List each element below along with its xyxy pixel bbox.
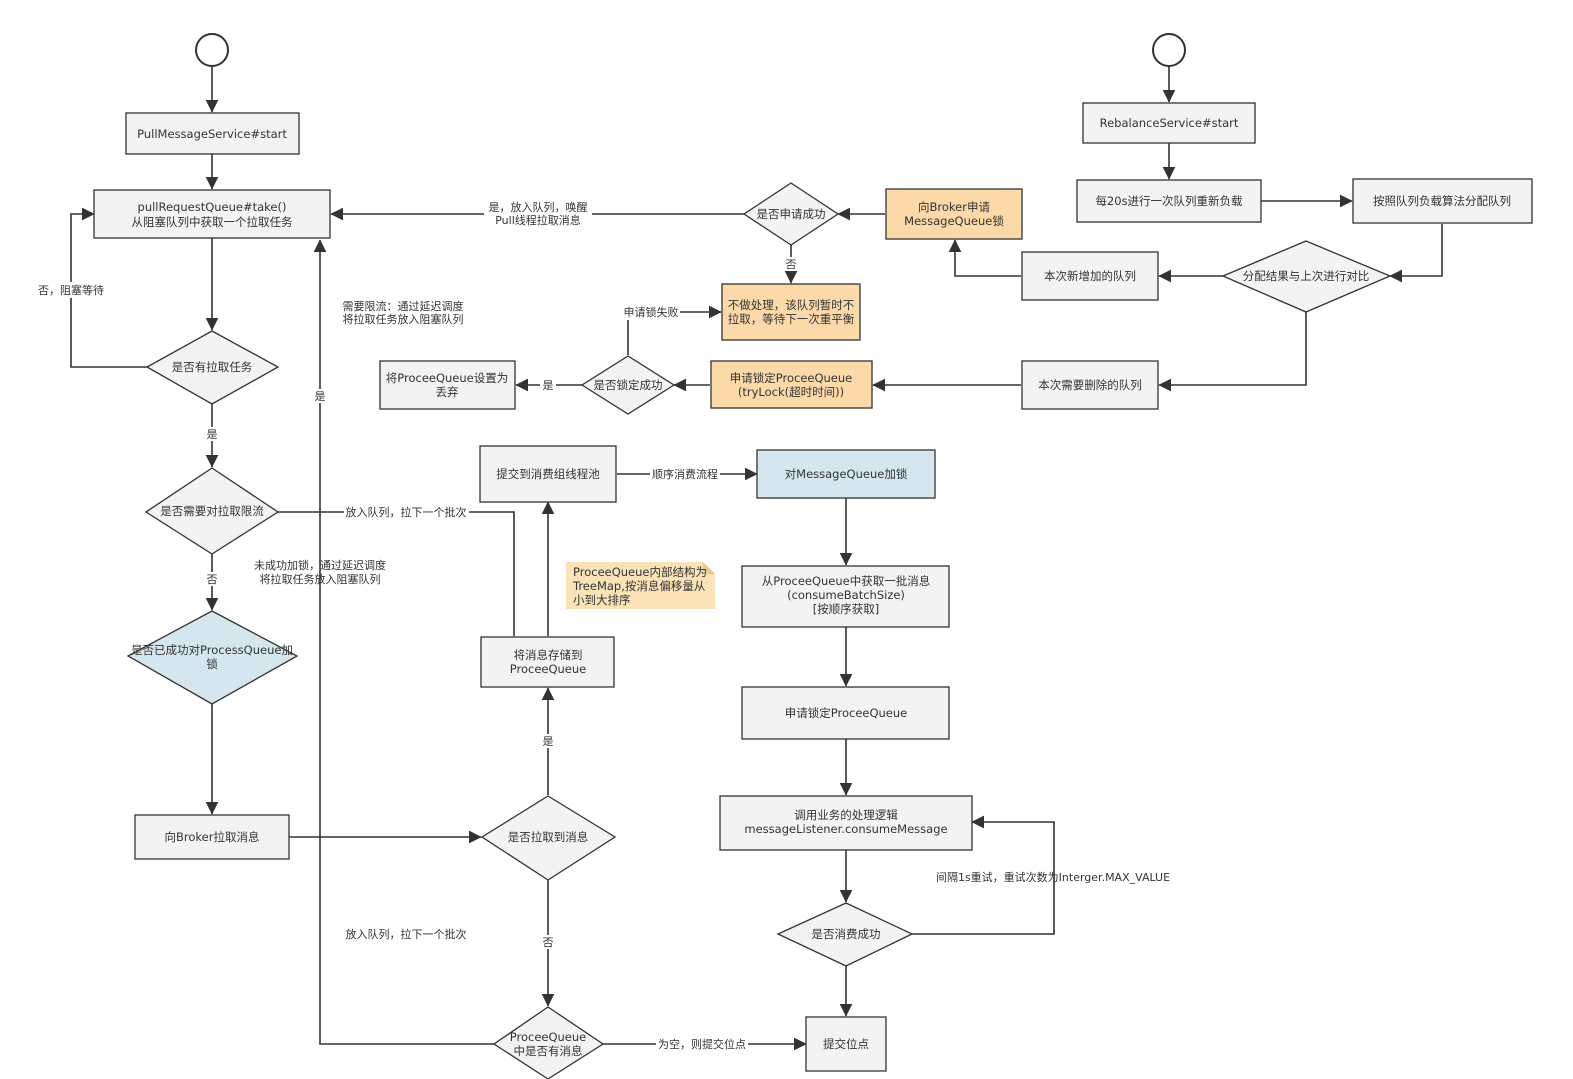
label-enqueue-next-2: 放入队列，拉下一个批次 bbox=[346, 927, 467, 941]
lock-pq-text: 申请锁定ProceeQueue bbox=[785, 706, 908, 720]
no-op-box bbox=[721, 283, 861, 341]
pull-start-circle bbox=[195, 33, 229, 67]
try-lock-box bbox=[710, 360, 873, 409]
take-task-line2: 从阻塞队列中获取一个拉取任务 bbox=[132, 215, 293, 229]
fetch-batch-line3: [按顺序获取] bbox=[813, 602, 879, 616]
label-lock-fail: 申请锁失败 bbox=[624, 305, 679, 319]
store-pq-box bbox=[480, 636, 615, 688]
allocate-box bbox=[1352, 178, 1533, 224]
store-pq-line1: 将消息存储到 bbox=[514, 648, 583, 662]
locked-pq-diamond bbox=[126, 610, 299, 705]
label-limit-note-2: 将拉取任务放入阻塞队列 bbox=[343, 312, 464, 326]
del-queue-text: 本次需要删除的队列 bbox=[1038, 378, 1142, 392]
discard-line1: 将ProceeQueue设置为 bbox=[386, 371, 509, 385]
pull-broker-text: 向Broker拉取消息 bbox=[165, 830, 260, 844]
note-line3: 小到大排序 bbox=[573, 593, 631, 607]
lock-ok-diamond bbox=[580, 355, 676, 415]
label-yes-wake-1: 是，放入队列，唤醒 bbox=[489, 200, 588, 214]
call-biz-box bbox=[719, 795, 973, 851]
submit-pool-text: 提交到消费组线程池 bbox=[496, 467, 600, 481]
discard-line2: 丢弃 bbox=[436, 385, 459, 399]
label-limit-no: 否 bbox=[207, 573, 218, 586]
label-enqueue-next: 放入队列，拉下一个批次 bbox=[346, 505, 467, 519]
edge-labels: 否，阻塞等待 是 否 需要限流：通过延迟调度 将拉取任务放入阻塞队列 是 放入队… bbox=[36, 200, 1170, 1051]
new-queue-box bbox=[1021, 251, 1159, 301]
pull-start-box bbox=[125, 112, 300, 155]
take-task-line1: pullRequestQueue#take() bbox=[138, 200, 287, 214]
del-queue-box bbox=[1021, 360, 1159, 410]
has-msg-line1: ProceeQueue bbox=[510, 1030, 587, 1044]
label-pulled-no: 否 bbox=[543, 936, 554, 949]
fetch-batch-box bbox=[741, 565, 950, 628]
note-line1: ProceeQueue内部结构为 bbox=[573, 565, 707, 579]
submit-pool-box bbox=[479, 445, 617, 503]
broker-lock-box bbox=[885, 188, 1023, 240]
compare-diamond bbox=[1221, 240, 1392, 313]
label-unlock-note-2: 将拉取任务放入阻塞队列 bbox=[260, 572, 381, 586]
label-has-task-yes: 是 bbox=[207, 428, 218, 441]
label-yes-wake-2: Pull线程拉取消息 bbox=[495, 213, 581, 227]
every20s-box bbox=[1076, 179, 1262, 223]
pull-broker-box bbox=[134, 814, 290, 860]
mq-lock-text: 对MessageQueue加锁 bbox=[785, 467, 908, 481]
treemap-note bbox=[566, 562, 715, 609]
broker-lock-line2: MessageQueue锁 bbox=[904, 214, 1004, 228]
call-biz-line1: 调用业务的处理逻辑 bbox=[794, 808, 898, 822]
label-pulled-yes: 是 bbox=[543, 735, 554, 748]
fetch-batch-line2: (consumeBatchSize) bbox=[787, 588, 905, 602]
fetch-batch-line1: 从ProceeQueue中获取一批消息 bbox=[762, 574, 931, 588]
mq-lock-box bbox=[756, 449, 936, 499]
has-msg-line2: 中是否有消息 bbox=[514, 1044, 583, 1058]
store-pq-line2: ProceeQueue bbox=[510, 662, 587, 676]
apply-ok-text: 是否申请成功 bbox=[757, 207, 826, 221]
need-limit-text: 是否需要对拉取限流 bbox=[160, 504, 264, 518]
pulled-diamond bbox=[480, 795, 617, 881]
try-lock-line1: 申请锁定ProceeQueue bbox=[730, 371, 853, 385]
commit-box bbox=[805, 1016, 887, 1072]
lock-pq-box bbox=[741, 686, 950, 740]
label-limit-note-1: 需要限流：通过延迟调度 bbox=[343, 299, 464, 313]
consume-ok-diamond bbox=[776, 902, 914, 967]
need-limit-diamond bbox=[144, 467, 280, 555]
new-queue-text: 本次新增加的队列 bbox=[1044, 269, 1136, 283]
has-task-diamond bbox=[145, 330, 280, 405]
has-task-text: 是否有拉取任务 bbox=[172, 360, 253, 374]
pull-start-text: PullMessageService#start bbox=[137, 127, 287, 141]
label-unlock-note-1: 未成功加锁，通过延迟调度 bbox=[254, 558, 386, 572]
every20s-text: 每20s进行一次队列重新负载 bbox=[1095, 194, 1243, 208]
has-msg-diamond bbox=[492, 1006, 605, 1079]
rb-start-box bbox=[1082, 102, 1256, 144]
label-apply-no: 否 bbox=[786, 258, 797, 271]
label-no-block: 否，阻塞等待 bbox=[38, 283, 104, 297]
locked-pq-line2: 锁 bbox=[206, 657, 218, 671]
label-feedback-yes: 是 bbox=[315, 390, 326, 403]
compare-text: 分配结果与上次进行对比 bbox=[1243, 269, 1370, 283]
label-lock-yes: 是 bbox=[543, 379, 554, 392]
consume-ok-text: 是否消费成功 bbox=[812, 927, 881, 941]
rb-start-text: RebalanceService#start bbox=[1100, 116, 1239, 130]
apply-ok-diamond bbox=[742, 182, 840, 246]
note-line2: TreeMap,按消息偏移量从 bbox=[572, 579, 706, 593]
label-empty-commit: 为空，则提交位点 bbox=[658, 1037, 746, 1051]
pulled-text: 是否拉取到消息 bbox=[508, 830, 589, 844]
try-lock-line2: (tryLock(超时时间)) bbox=[738, 385, 844, 399]
no-op-line2: 拉取，等待下一次重平衡 bbox=[728, 312, 855, 326]
label-sequential: 顺序消费流程 bbox=[652, 467, 718, 481]
take-task-box bbox=[93, 189, 331, 239]
rebalance-start-circle bbox=[1152, 33, 1186, 67]
allocate-text: 按照队列负载算法分配队列 bbox=[1373, 194, 1511, 208]
label-retry: 间隔1s重试，重试次数为Interger.MAX_VALUE bbox=[936, 870, 1170, 884]
locked-pq-line1: 是否已成功对ProcessQueue加 bbox=[131, 643, 293, 657]
broker-lock-line1: 向Broker申请 bbox=[918, 200, 990, 214]
note-fold-icon bbox=[703, 562, 715, 574]
call-biz-line2: messageListener.consumeMessage bbox=[744, 822, 947, 836]
lock-ok-text: 是否锁定成功 bbox=[594, 378, 663, 392]
no-op-line1: 不做处理，该队列暂时不 bbox=[728, 298, 855, 312]
discard-box bbox=[379, 360, 516, 410]
commit-text: 提交位点 bbox=[823, 1037, 869, 1051]
